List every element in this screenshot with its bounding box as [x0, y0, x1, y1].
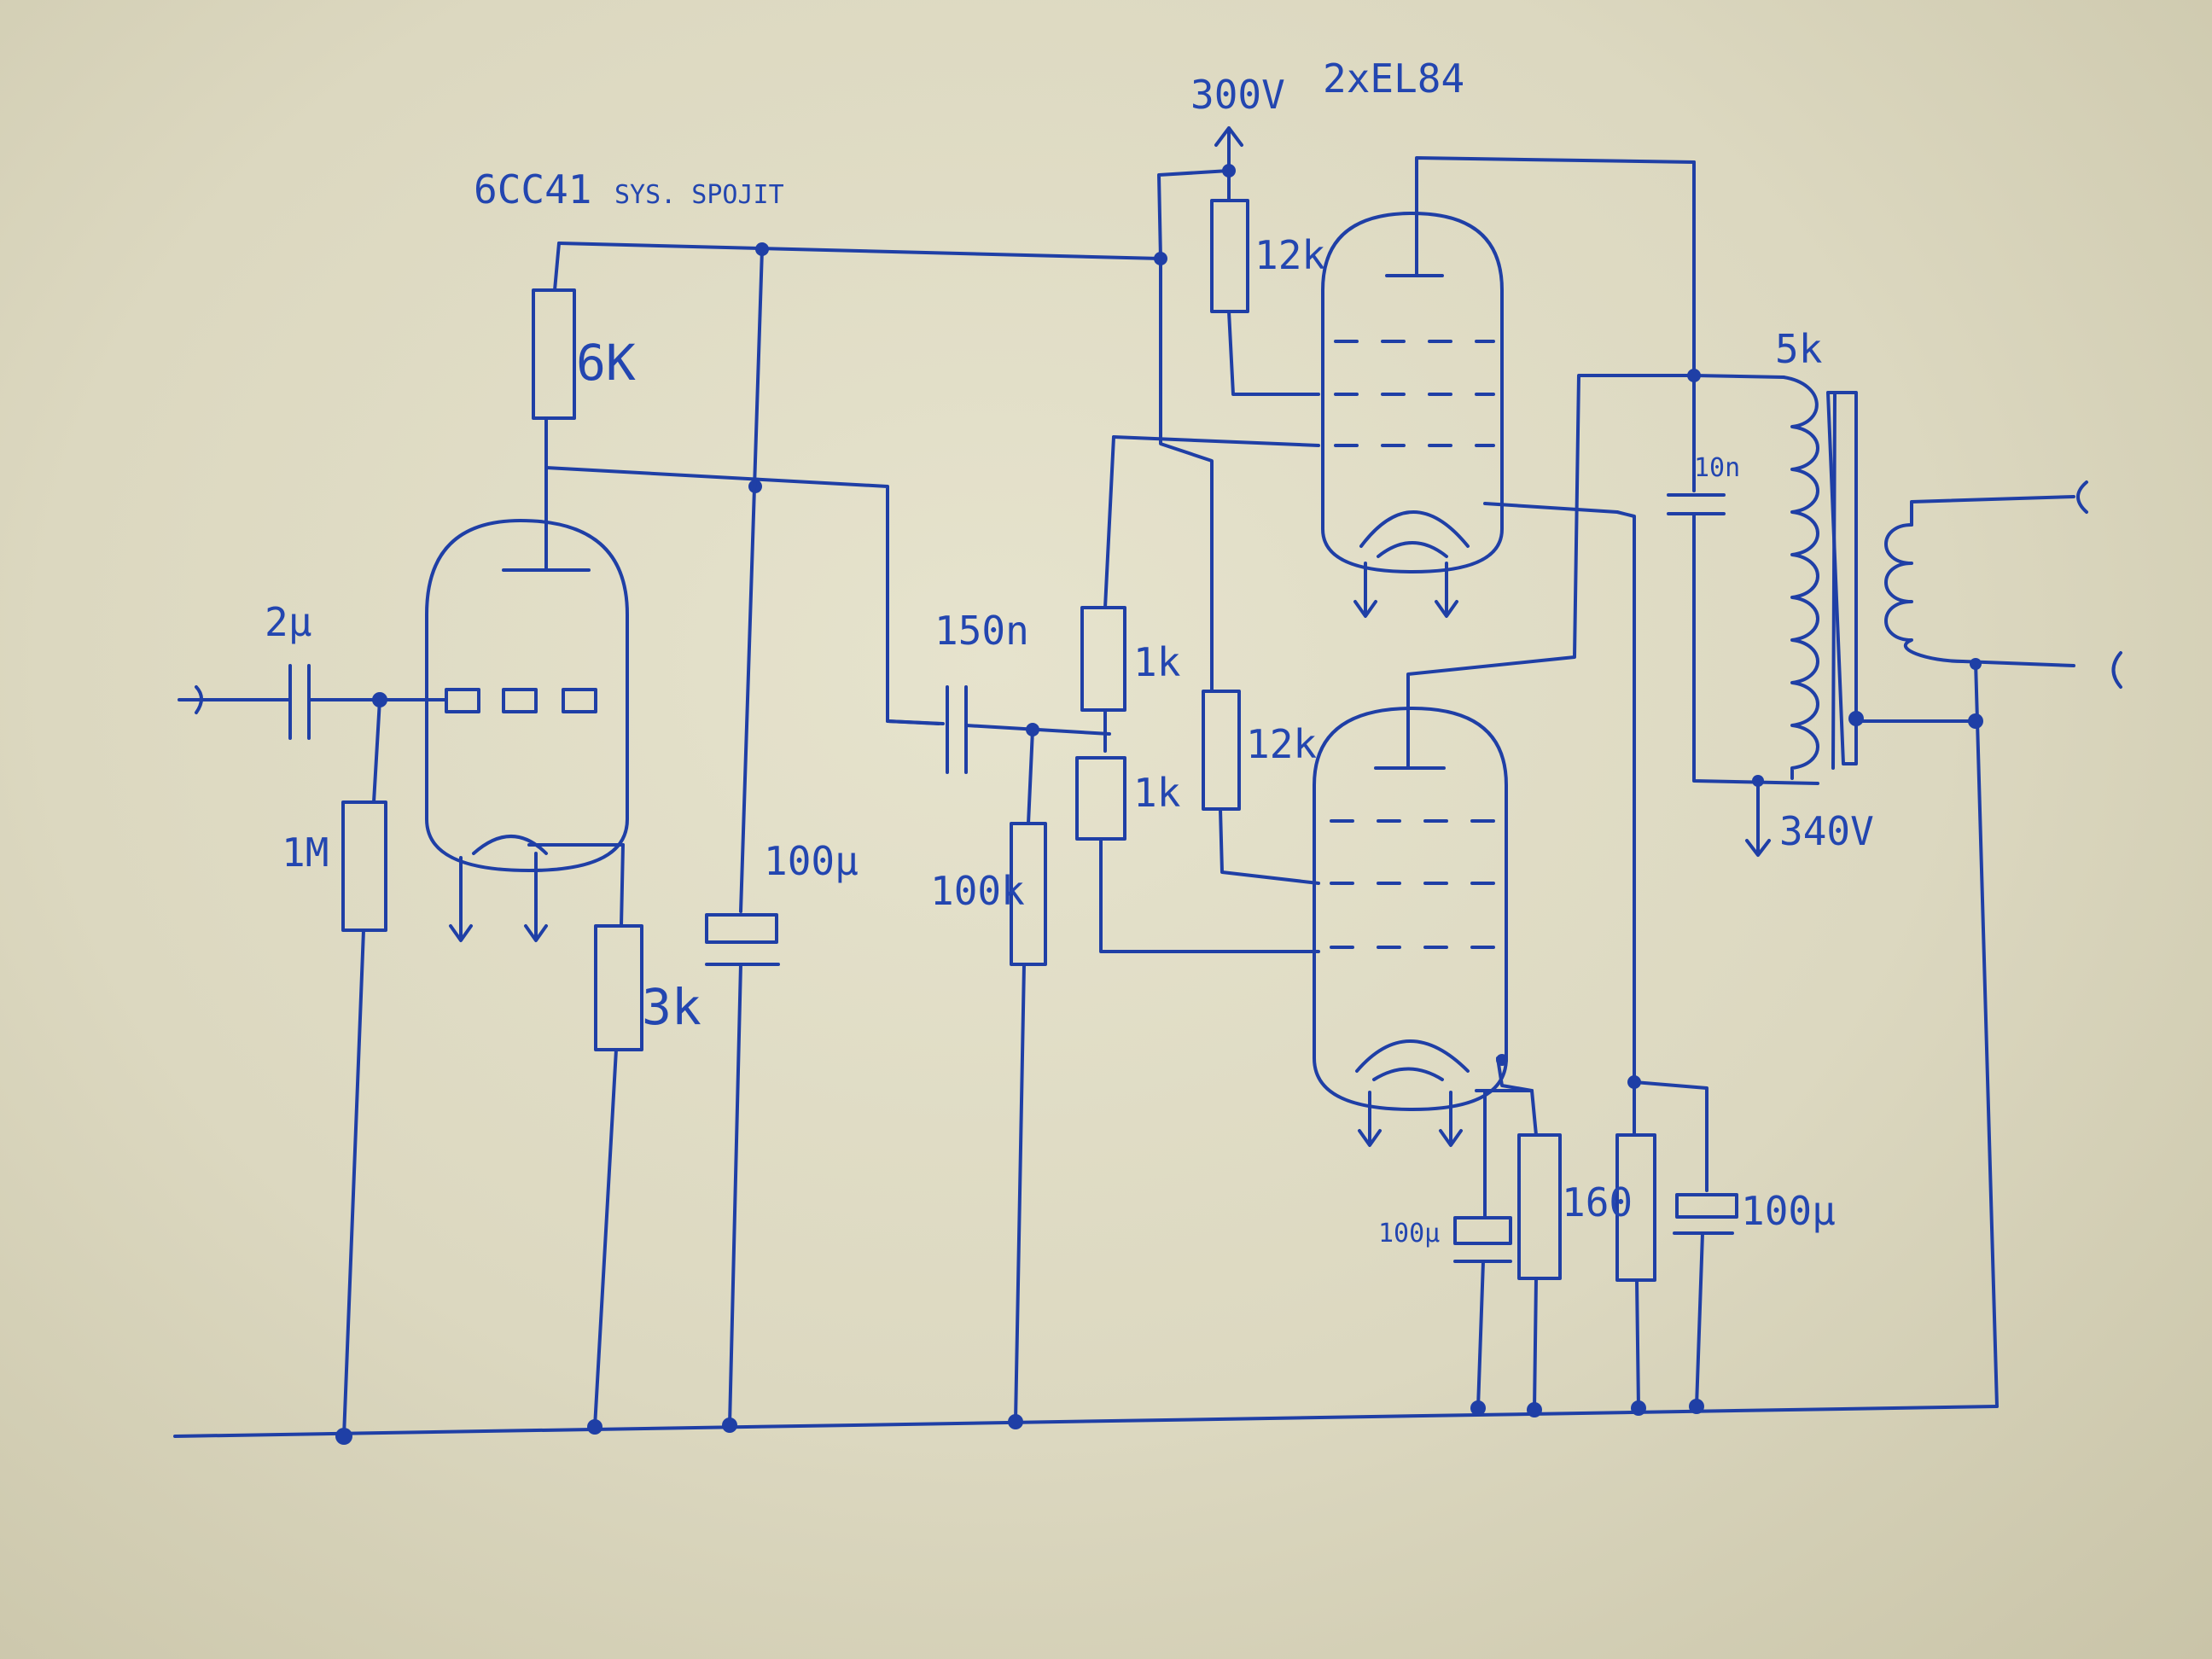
junction-transformer-core	[1848, 711, 1864, 726]
resistor-100k	[1010, 728, 1047, 1423]
upper-plate-wire	[1615, 510, 1636, 1084]
upper-grid-wire	[1112, 435, 1320, 447]
output-jack-bottom	[2111, 651, 2122, 689]
tube-el84-upper	[1321, 156, 1696, 618]
junction-ground-2	[587, 1419, 602, 1435]
label-r-1k-top: 1k	[1133, 639, 1180, 685]
output-transformer	[1667, 160, 2075, 1408]
junction-ground-4	[1008, 1414, 1023, 1429]
resistor-6k	[532, 242, 576, 475]
resistor-12k-mid	[1159, 257, 1320, 885]
label-r-1m: 1M	[282, 830, 329, 876]
resistor-12k-top	[1210, 169, 1320, 396]
supply-300v	[1157, 126, 1243, 260]
label-c-100u-right: 100μ	[1741, 1188, 1836, 1234]
label-r-6k: 6K	[576, 334, 636, 392]
resistor-1k-bottom	[1075, 756, 1320, 953]
preamp-plate-wire	[544, 466, 940, 725]
resistor-160	[1517, 1089, 1562, 1412]
label-c-2u: 2μ	[265, 599, 311, 645]
label-r-1k-bottom: 1k	[1133, 770, 1180, 816]
label-r-12k-mid: 12k	[1246, 721, 1317, 767]
label-r-3k: 3k	[642, 978, 701, 1036]
label-c-100u-left: 100μ	[764, 838, 859, 884]
input-jack	[178, 685, 290, 714]
junction-ground-6	[1527, 1402, 1542, 1417]
label-tube-preamp: 6CC41	[474, 166, 591, 212]
resistor-3k	[593, 843, 643, 1429]
junction-300v	[1222, 164, 1236, 178]
junction-right-1	[1627, 1075, 1641, 1089]
capacitor-100u-cathode	[1453, 1089, 1534, 1410]
label-r-100k: 100k	[930, 868, 1025, 914]
junction-secondary-top	[1970, 658, 1982, 670]
junction-secondary	[1968, 713, 1983, 729]
label-tube-preamp-note: SYS. SPOJIT	[614, 180, 784, 210]
label-supply-340: 340V	[1779, 808, 1874, 854]
junction-transformer-top	[1687, 369, 1701, 382]
tube-6cc41	[425, 472, 629, 942]
right-bias-network	[1615, 1080, 1738, 1410]
supply-340v	[1745, 779, 1771, 857]
label-xfmr-5k: 5k	[1775, 326, 1822, 372]
label-c-100u-cathode: 100μ	[1378, 1219, 1440, 1249]
junction-ground-1	[335, 1428, 352, 1445]
label-c-150n: 150n	[934, 608, 1029, 654]
label-tube-power: 2xEL84	[1323, 55, 1464, 102]
capacitor-2u	[288, 664, 448, 740]
label-supply-300: 300V	[1190, 72, 1285, 118]
junction-ground-7	[1631, 1400, 1646, 1416]
resistor-1m	[341, 698, 387, 1438]
junction-ground-8	[1689, 1399, 1704, 1414]
resistor-1k-top	[1080, 435, 1126, 753]
tube-el84-lower	[1313, 374, 1696, 1147]
junction-ground-3	[722, 1417, 737, 1433]
ground-bus	[173, 1405, 1999, 1438]
supply-rail-top	[557, 242, 1162, 260]
junction-ground-5	[1470, 1400, 1486, 1416]
label-r-160: 160	[1562, 1179, 1633, 1225]
capacitor-100u-left	[705, 247, 780, 1427]
output-jack-top	[2076, 480, 2088, 514]
label-c-10n: 10n	[1694, 453, 1740, 483]
label-r-12k-top: 12k	[1254, 232, 1325, 278]
junction-cathode	[1496, 1054, 1508, 1066]
